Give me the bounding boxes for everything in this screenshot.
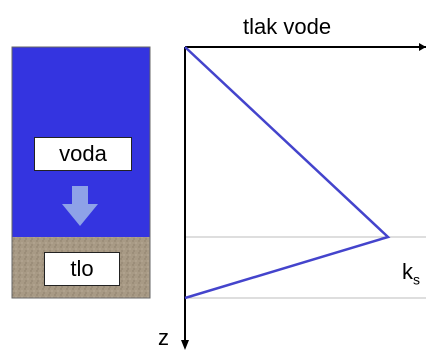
- water-label: voda: [34, 137, 132, 171]
- k-label: ks: [402, 259, 420, 287]
- pressure-line: [184, 46, 391, 300]
- pressure-axis-arrow-icon: [419, 43, 426, 51]
- k-label-main: k: [402, 259, 413, 284]
- soil-label: tlo: [44, 252, 120, 286]
- k-label-subscript: s: [413, 271, 420, 288]
- flow-down-arrow-icon: [62, 186, 98, 226]
- column-outline: [11, 46, 151, 299]
- z-axis-arrow-icon: [181, 340, 189, 350]
- z-axis-label: z: [158, 325, 169, 350]
- pressure-axis-title: tlak vode: [243, 14, 332, 39]
